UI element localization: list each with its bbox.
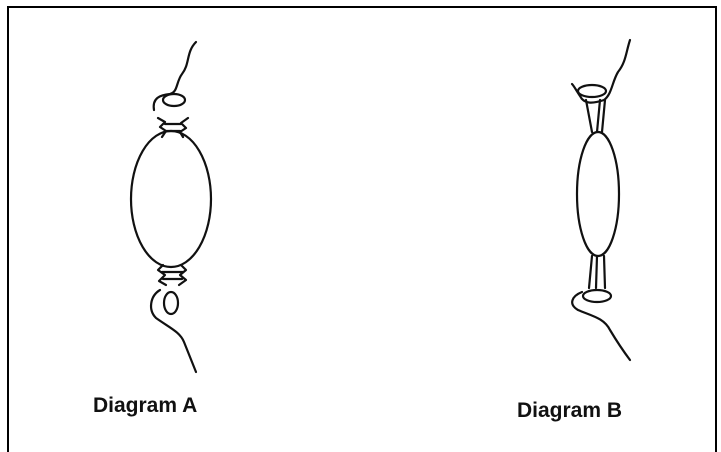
diagram-b-caption: Diagram B bbox=[517, 399, 623, 422]
diagram-a-bottom-fingernail bbox=[162, 290, 180, 316]
diagram-b-bottom-finger bbox=[571, 290, 632, 362]
diagram-b-top-fingernail bbox=[576, 83, 608, 99]
diagram-a-top-fingernail bbox=[161, 92, 187, 108]
diagram-a-caption: Diagram A bbox=[93, 394, 198, 417]
diagram-b bbox=[570, 38, 632, 362]
diagram-b-top-finger bbox=[570, 38, 632, 104]
diagram-b-bottom-fingernail bbox=[581, 288, 613, 304]
diagram-a-bottom-pinch bbox=[156, 263, 188, 287]
diagram-a-bottom-finger bbox=[150, 288, 198, 374]
diagram-b-balloon bbox=[575, 130, 621, 258]
diagram-a-top-pinch bbox=[156, 116, 190, 139]
diagram-b-top-neck bbox=[584, 98, 607, 134]
diagram-a-balloon bbox=[129, 129, 213, 269]
diagram-a-top-finger bbox=[152, 40, 198, 112]
diagram-b-bottom-neck bbox=[587, 254, 607, 290]
diagram-a bbox=[129, 40, 213, 374]
figure-frame bbox=[7, 6, 717, 452]
